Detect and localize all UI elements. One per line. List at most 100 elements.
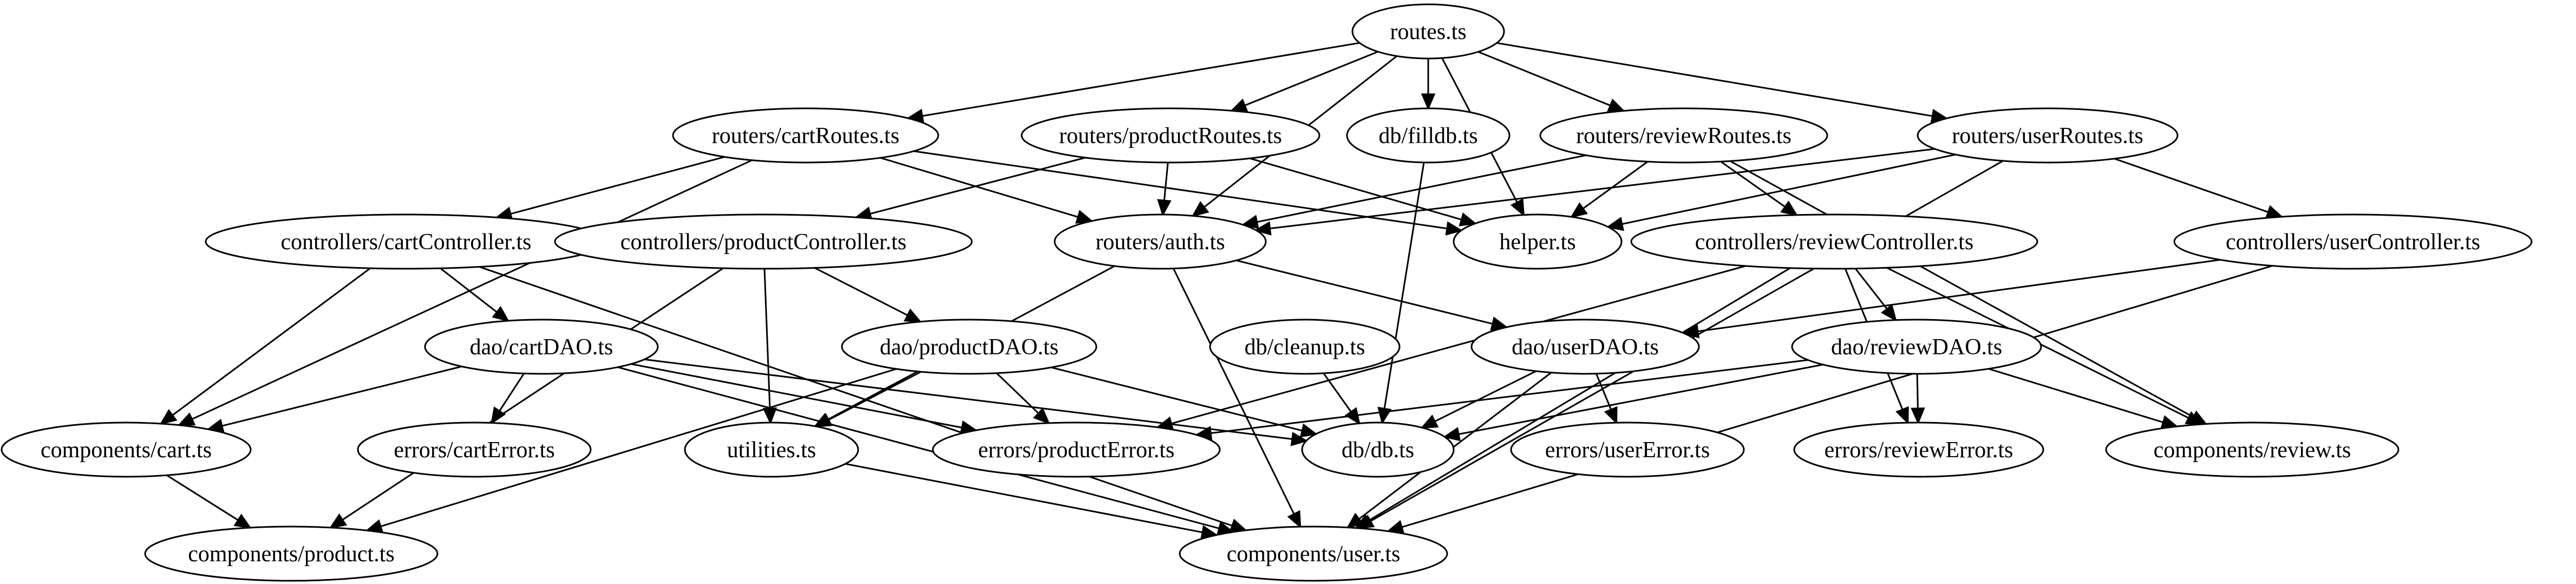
- node-label: controllers/reviewController.ts: [1695, 230, 1973, 255]
- edge-productDAO-to-db: [1051, 366, 1318, 438]
- edge-reviewRoutes-to-helper: [1570, 161, 1649, 218]
- edge-productDAO-to-productError: [996, 372, 1050, 425]
- node-reviewDAO: dao/reviewDAO.ts: [1791, 319, 2042, 375]
- node-ellipse: [1791, 319, 2042, 375]
- edge-line: [1458, 364, 1823, 435]
- node-review: components/review.ts: [2105, 421, 2400, 478]
- edge-reviewDAO-to-review: [1988, 368, 2179, 429]
- edge-reviewRoutes-to-review: [1729, 160, 2208, 425]
- arrowhead-icon: [1682, 324, 1700, 339]
- edge-line: [763, 268, 771, 409]
- arrowhead-icon: [1780, 200, 1799, 217]
- arrowhead-icon: [1607, 99, 1626, 112]
- node-label: dao/cartDAO.ts: [470, 335, 613, 360]
- node-routes: routes.ts: [1351, 3, 1505, 60]
- node-auth: routers/auth.ts: [1054, 213, 1267, 270]
- node-ellipse: [1510, 421, 1745, 478]
- arrowhead-icon: [1442, 427, 1461, 442]
- node-label: dao/productDAO.ts: [880, 335, 1058, 360]
- edge-line: [166, 475, 239, 521]
- arrowhead-icon: [1895, 406, 1909, 425]
- edge-line: [342, 267, 724, 521]
- arrowhead-icon: [1075, 210, 1094, 224]
- node-ellipse: [1, 421, 252, 478]
- edge-userDAO-to-userError: [1596, 373, 1618, 425]
- node-userController: controllers/userController.ts: [2173, 213, 2533, 270]
- node-ellipse: [2173, 213, 2533, 270]
- node-label: controllers/cartController.ts: [280, 230, 531, 255]
- arrowhead-icon: [1604, 406, 1618, 425]
- node-label: controllers/productController.ts: [620, 230, 906, 255]
- edge-line: [631, 363, 963, 429]
- node-reviewRoutes: routers/reviewRoutes.ts: [1539, 107, 1828, 164]
- edge-line: [1383, 162, 1425, 409]
- node-ellipse: [684, 421, 859, 478]
- edge-line: [1622, 153, 1956, 225]
- node-label: components/cart.ts: [41, 438, 212, 463]
- edge-line: [922, 42, 1360, 117]
- edge-cartRoutes-to-helper: [913, 150, 1463, 236]
- node-label: dao/reviewDAO.ts: [1831, 335, 2002, 360]
- edge-cartDAO-to-cartError: [491, 373, 525, 425]
- edge-userController-to-userDAO: [1682, 259, 2221, 339]
- edge-line: [1596, 373, 1612, 410]
- node-label: components/user.ts: [1227, 542, 1401, 567]
- edge-userDAO-to-db: [1420, 370, 1537, 429]
- node-label: errors/productError.ts: [978, 438, 1175, 463]
- arrowhead-icon: [1241, 215, 1259, 229]
- edge-line: [380, 368, 897, 528]
- edge-line: [479, 266, 1233, 527]
- edge-line: [191, 159, 753, 420]
- node-label: controllers/userController.ts: [2226, 230, 2480, 255]
- node-productDAO: dao/productDAO.ts: [841, 319, 1097, 375]
- edge-reviewController-to-reviewDAO: [1854, 268, 1897, 322]
- edge-line: [1323, 373, 1352, 413]
- nodes-layer: routes.ts routers/cartRoutes.ts routers/pr…: [1, 3, 2533, 582]
- node-label: db/cleanup.ts: [1245, 335, 1365, 360]
- node-label: utilities.ts: [727, 438, 816, 463]
- edge-routes-to-reviewRoutes: [1477, 51, 1626, 112]
- edge-cartRoutes-to-auth: [880, 157, 1094, 224]
- edge-line: [1358, 372, 1552, 520]
- edge-productDAO-to-utilities: [814, 371, 921, 427]
- node-helper: helper.ts: [1453, 213, 1623, 270]
- edge-productRoutes-to-productController: [854, 157, 1086, 221]
- node-label: components/review.ts: [2154, 438, 2351, 463]
- node-label: routers/cartRoutes.ts: [712, 124, 899, 148]
- node-cart: components/cart.ts: [1, 421, 252, 478]
- edge-line: [1270, 148, 1936, 230]
- node-filldb: db/filldb.ts: [1346, 107, 1511, 164]
- node-ellipse: [1021, 107, 1320, 164]
- node-label: errors/cartError.ts: [394, 438, 554, 463]
- edge-line: [845, 463, 1203, 534]
- edge-cartController-to-user: [479, 266, 1248, 533]
- arrowhead-icon: [1445, 221, 1463, 236]
- node-ellipse: [1793, 421, 2044, 478]
- node-cleanup: db/cleanup.ts: [1209, 319, 1401, 375]
- edge-reviewDAO-to-db: [1442, 364, 1823, 442]
- arrowhead-icon: [1230, 98, 1248, 112]
- node-ellipse: [1917, 107, 2179, 164]
- arrowhead-icon: [329, 513, 348, 529]
- edge-reviewController-to-user: [1354, 267, 1791, 529]
- arrowhead-icon: [177, 412, 196, 426]
- edge-line: [1988, 368, 2163, 424]
- edge-reviewRoutes-to-reviewController: [1720, 161, 1799, 217]
- node-ellipse: [1301, 421, 1455, 478]
- edges-layer: [159, 42, 2284, 540]
- edge-line: [172, 267, 371, 416]
- node-userDAO: dao/userDAO.ts: [1470, 319, 1700, 375]
- edge-line: [1583, 161, 1649, 210]
- edge-userRoutes-to-helper: [1606, 153, 1956, 231]
- node-productRoutes: routers/productRoutes.ts: [1021, 107, 1320, 164]
- edge-line: [440, 268, 498, 313]
- arrowhead-icon: [492, 306, 510, 322]
- arrowhead-icon: [1346, 512, 1364, 529]
- edge-line: [1720, 161, 1786, 208]
- arrowhead-icon: [1290, 432, 1309, 446]
- edge-line: [1173, 268, 1295, 515]
- node-ellipse: [1179, 525, 1448, 582]
- node-label: dao/userDAO.ts: [1512, 335, 1659, 360]
- edge-productController-to-productDAO: [814, 267, 923, 323]
- arrowhead-icon: [1420, 414, 1439, 429]
